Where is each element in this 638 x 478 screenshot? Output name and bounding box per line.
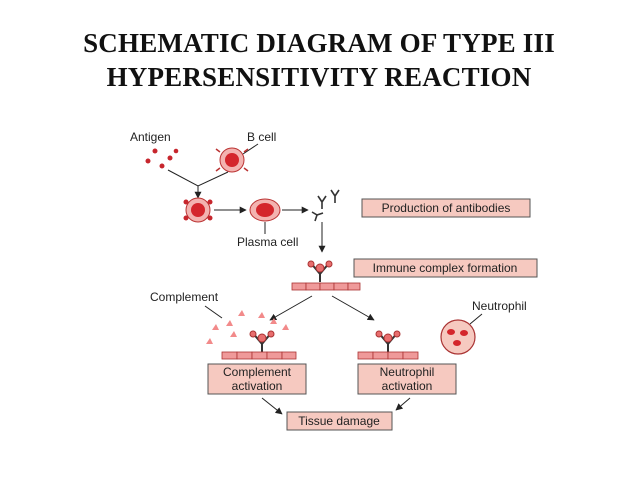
neutrophil-label: Neutrophil (472, 299, 527, 313)
complement-activation-text-1: Complement (223, 365, 292, 379)
b-cell-icon (215, 147, 249, 173)
neutrophil-activation-box (357, 363, 457, 395)
left-immune-complex-icon (249, 330, 275, 352)
complement-label: Complement (150, 290, 219, 304)
production-of-antibodies-text: Production of antibodies (382, 201, 511, 215)
neutrophil-activation-text-2: activation (382, 379, 433, 393)
right-immune-complex-icon (375, 330, 401, 352)
neutrophil-activation-text-1: Neutrophil (380, 365, 435, 379)
tissue-damage-text: Tissue damage (298, 414, 380, 428)
immune-complex-formation-box (353, 258, 538, 278)
neutrophil-icon (440, 319, 476, 355)
antibody-icons (311, 189, 340, 222)
tissue-cells-left (221, 351, 297, 360)
title-line-1: SCHEMATIC DIAGRAM OF TYPE III (83, 28, 555, 58)
b-cell-label: B cell (247, 130, 276, 144)
tissue-cells-center (291, 282, 361, 291)
complement-activation-text-2: activation (232, 379, 283, 393)
plasma-cell-label: Plasma cell (237, 235, 298, 249)
complement-particles (206, 310, 289, 344)
complement-activation-box (207, 363, 307, 395)
immune-complex-icon (307, 260, 333, 282)
antigen-label: Antigen (130, 130, 171, 144)
production-of-antibodies-box (361, 198, 531, 218)
antigen-particles (145, 148, 179, 169)
title-line-2: HYPERSENSITIVITY REACTION (106, 62, 532, 92)
plasma-cell-icon (249, 198, 281, 222)
immune-complex-formation-text: Immune complex formation (373, 261, 518, 275)
activated-b-cell-icon (183, 197, 213, 223)
tissue-cells-right (357, 351, 419, 360)
tissue-damage-box (286, 411, 393, 431)
